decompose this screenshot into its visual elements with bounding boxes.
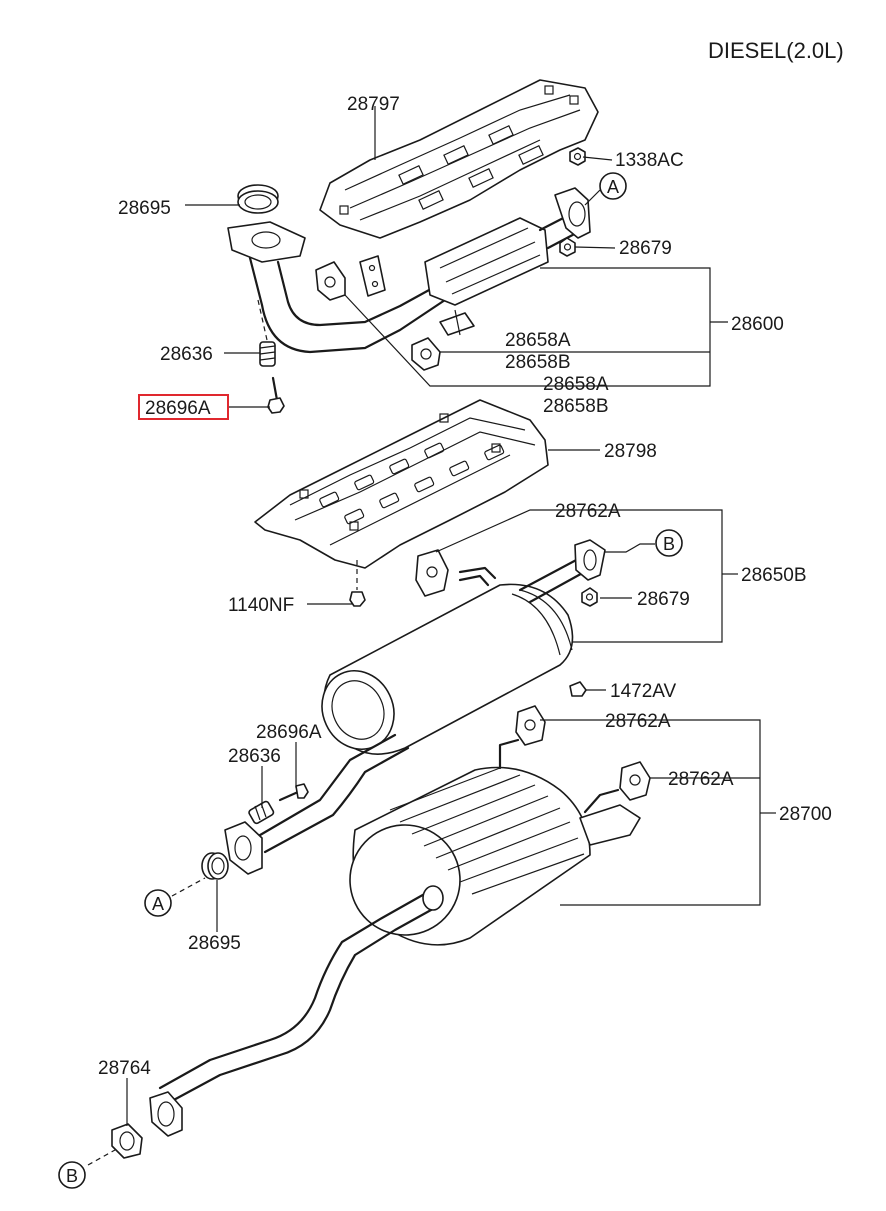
label-28636-top[interactable]: 28636 (160, 344, 213, 365)
mid-pipe (224, 733, 410, 875)
bolt-1140nf (349, 560, 366, 607)
label-28679-top[interactable]: 28679 (619, 238, 672, 259)
label-28679-mid[interactable]: 28679 (637, 589, 690, 610)
highlight-box-28696a (138, 394, 229, 420)
label-1338ac[interactable]: 1338AC (615, 150, 684, 171)
ref-marker-a-bottom: A (144, 889, 172, 917)
rear-pipe (149, 885, 444, 1137)
nut-28679-mid (581, 587, 598, 607)
center-muffler-28650b (321, 539, 606, 755)
clip-1472av (569, 681, 587, 697)
label-1140nf[interactable]: 1140NF (228, 595, 294, 616)
label-28658b-2[interactable]: 28658B (543, 396, 609, 417)
nut-1338ac (569, 147, 586, 166)
gasket-28695-bottom (171, 852, 229, 897)
bolt-28696a-mid (278, 783, 309, 802)
label-28600[interactable]: 28600 (731, 314, 784, 335)
spring-28636-top (257, 299, 276, 367)
diagram-title: DIESEL(2.0L) (708, 38, 844, 63)
hanger-28762a-lower-1 (515, 705, 546, 746)
hanger-28762a-upper (415, 549, 449, 597)
ref-marker-b-top: B (655, 529, 683, 557)
label-28695-top[interactable]: 28695 (118, 198, 171, 219)
label-1472av[interactable]: 1472AV (610, 681, 677, 702)
label-28762a-1[interactable]: 28762A (555, 501, 621, 522)
spring-28636-mid (248, 800, 275, 825)
label-28695-bottom[interactable]: 28695 (188, 933, 241, 954)
front-pipe-28600 (227, 187, 591, 354)
gasket-28764 (87, 1123, 143, 1166)
label-28764[interactable]: 28764 (98, 1058, 151, 1079)
label-28658b-1[interactable]: 28658B (505, 352, 571, 373)
bolt-28696a-top (267, 376, 285, 414)
svg-text:B: B (663, 534, 675, 554)
svg-text:A: A (607, 177, 619, 197)
label-28700[interactable]: 28700 (779, 804, 832, 825)
svg-text:A: A (152, 894, 164, 914)
gasket-28695-top (237, 184, 279, 214)
ref-marker-b-bottom: B (58, 1161, 86, 1189)
label-28798[interactable]: 28798 (604, 441, 657, 462)
label-28658a-2[interactable]: 28658A (543, 374, 609, 395)
hanger-28658-left (315, 255, 386, 301)
label-28696a-top[interactable]: 28696A (145, 398, 211, 419)
label-28650b[interactable]: 28650B (741, 565, 807, 586)
label-28797[interactable]: 28797 (347, 94, 400, 115)
label-28762a-2[interactable]: 28762A (605, 711, 671, 732)
hanger-28762a-lower-2 (619, 761, 651, 801)
nut-28679-top (559, 237, 576, 257)
ref-marker-a-top: A (599, 172, 627, 200)
label-28636-mid[interactable]: 28636 (228, 746, 281, 767)
upper-heat-shield (319, 79, 599, 239)
label-28696a-mid[interactable]: 28696A (256, 722, 322, 743)
label-28658a-1[interactable]: 28658A (505, 330, 571, 351)
hanger-28658-right (411, 309, 475, 371)
leader-lines (126, 106, 776, 1126)
svg-text:B: B (66, 1166, 78, 1186)
label-28762a-3[interactable]: 28762A (668, 769, 734, 790)
lower-heat-shield (254, 399, 549, 569)
